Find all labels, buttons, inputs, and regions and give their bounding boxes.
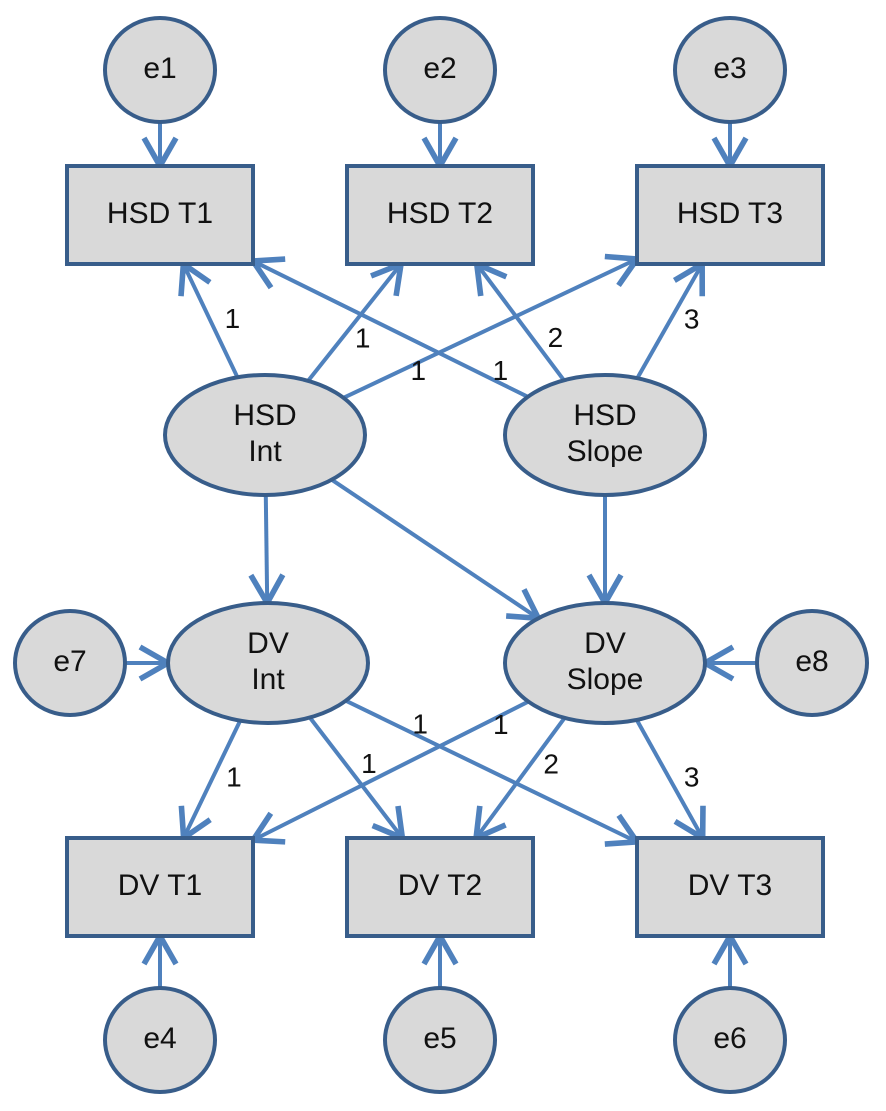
node-e6: e6 [673,986,787,1094]
node-label: e5 [423,1022,456,1055]
node-label: HSD T3 [677,197,783,230]
error-term-ellipse [755,609,869,717]
node-e2: e2 [383,16,497,124]
arrow-hsd-slope-to-hsd-t3 [635,259,706,380]
edge-label-dv-slope-to-dv-t2: 2 [543,748,559,779]
error-term-ellipse [103,16,217,124]
edges-layer [125,122,757,988]
node-hsd-t3: HSD T3 [635,164,825,266]
node-label: Slope [567,663,644,696]
latent-factor-ellipse [503,601,707,725]
edge-label-dv-int-to-dv-t2: 1 [361,748,377,779]
arrow-hsd-int-to-hsd-t1 [178,258,240,379]
observed-variable-box [345,836,535,938]
latent-factor-ellipse [166,601,370,725]
edge-label-dv-slope-to-dv-t3: 3 [684,761,700,792]
node-label: DV [247,627,289,660]
node-label: e2 [423,52,456,85]
edge-label-dv-slope-to-dv-t1: 1 [493,709,509,740]
arrow-dv-int-to-dv-t1 [178,719,243,844]
edge-label-hsd-int-to-hsd-t2: 1 [355,322,371,353]
edge-label-hsd-slope-to-hsd-t1: 1 [493,355,509,386]
arrow-hsd-int-to-dv-int [248,494,286,609]
arrow-hsd-int-to-hsd-t3 [342,253,643,400]
observed-variable-box [635,836,825,938]
node-label: HSD T1 [107,197,213,230]
observed-variable-box [65,836,255,938]
edge-labels-layer: 1 1 1 1 2 3 1 1 1 1 2 3 [225,303,700,793]
node-label: HSD [233,399,296,432]
node-label: e7 [53,645,86,678]
arrow-hsd-int-to-hsd-t2 [306,259,405,383]
node-label: Slope [567,435,644,468]
node-dv-t3: DV T3 [635,836,825,938]
observed-variable-box [65,164,255,266]
node-label: DV T3 [688,869,772,902]
node-label: HSD T2 [387,197,493,230]
node-e4: e4 [103,986,217,1094]
node-label: e3 [713,52,746,85]
arrow-hsd-int-to-dv-slope [330,478,544,622]
node-label: e1 [143,52,176,85]
error-term-ellipse [383,986,497,1094]
edge-label-hsd-int-to-hsd-t1: 1 [225,303,241,334]
observed-variable-box [345,164,535,266]
node-label: HSD [573,399,636,432]
edge-label-dv-int-to-dv-t1: 1 [226,762,242,793]
node-e1: e1 [103,16,217,124]
node-label: e4 [143,1022,176,1055]
node-e5: e5 [383,986,497,1094]
arrow-dv-int-to-dv-t3 [344,698,643,847]
node-e8: e8 [755,609,869,717]
error-term-ellipse [13,609,127,717]
node-hsd-t1: HSD T1 [65,164,255,266]
latent-factor-ellipse [163,373,367,497]
node-label: DV T2 [398,869,482,902]
node-label: DV T1 [118,869,202,902]
edge-label-hsd-slope-to-hsd-t3: 3 [684,303,700,334]
arrow-dv-int-to-dv-t2 [308,716,406,843]
observed-variable-box [635,164,825,266]
latent-factor-ellipse [503,373,707,497]
arrow-dv-slope-to-dv-t1 [247,699,530,845]
node-label: Int [251,663,285,696]
node-dv-t2: DV T2 [345,836,535,938]
error-term-ellipse [103,986,217,1094]
arrow-dv-slope-to-dv-t3 [635,718,706,843]
node-label: e6 [713,1022,746,1055]
node-label: DV [584,627,626,660]
error-term-ellipse [383,16,497,124]
edge-label-hsd-slope-to-hsd-t2: 2 [548,322,564,353]
node-dv-t1: DV T1 [65,836,255,938]
edge-label-dv-int-to-dv-t3: 1 [412,709,428,740]
arrow-dv-slope-to-dv-t2 [472,716,567,843]
error-term-ellipse [673,16,787,124]
node-e3: e3 [673,16,787,124]
node-e7: e7 [13,609,127,717]
error-term-ellipse [673,986,787,1094]
edge-label-hsd-int-to-hsd-t3: 1 [411,355,427,386]
arrow-hsd-slope-to-hsd-t1 [247,256,529,399]
node-label: Int [248,435,282,468]
node-hsd-t2: HSD T2 [345,164,535,266]
node-label: e8 [795,645,828,678]
arrow-hsd-slope-to-hsd-t2 [473,259,566,382]
